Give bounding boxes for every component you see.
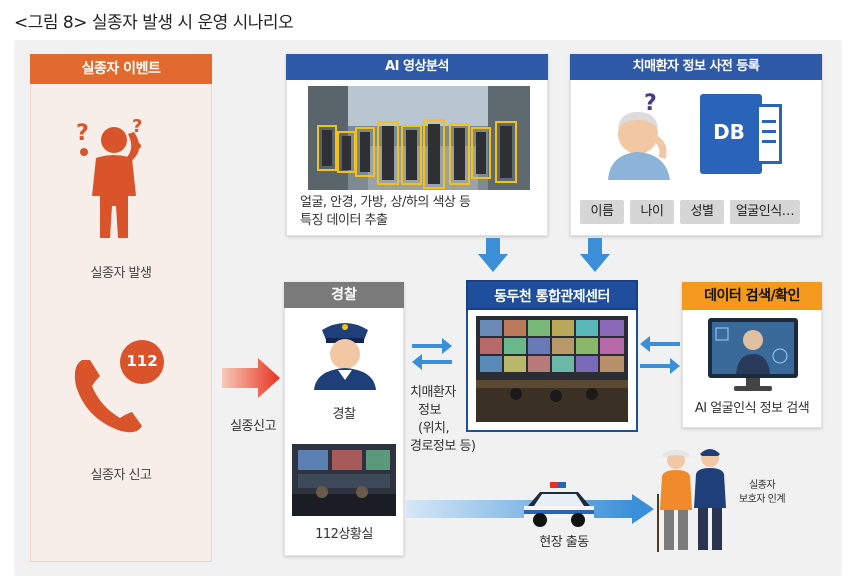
field-chip-name: 이름: [580, 200, 624, 224]
crowd-cctv-image: [308, 86, 530, 190]
police-title: 경찰: [284, 282, 404, 308]
doc-line-icon: [762, 120, 776, 123]
left-arrow-icon: [640, 336, 680, 352]
dispatch-arrow: [406, 500, 636, 518]
police-car-icon: [524, 482, 594, 527]
patient-info-line1: 치매환자: [410, 385, 456, 400]
field-chip-gender: 성별: [680, 200, 724, 224]
right-arrow-icon: [640, 358, 680, 374]
dispatch-label: 현장 출동: [539, 535, 589, 550]
handover-people-icon: [657, 449, 726, 552]
ai-caption-line1: 얼굴, 안경, 가방, 상/하의 색상 등: [300, 195, 471, 210]
doc-line-icon: [762, 140, 776, 143]
database-doc-icon: [756, 104, 782, 164]
svg-text:?: ?: [132, 116, 142, 137]
face-recognition-monitor-icon: [708, 318, 798, 391]
confused-person-icon: ? ?: [76, 116, 142, 238]
patient-info-line3: (위치,: [418, 421, 450, 436]
report-badge: 112: [126, 352, 158, 370]
field-chip-face: 얼굴인식…: [730, 200, 800, 224]
outcome-label-line1: 실종자: [748, 480, 776, 491]
data-search-title: 데이터 검색/확인: [682, 282, 822, 310]
situation-room-label: 112상황실: [315, 527, 373, 542]
patient-info-line2: 정보: [418, 403, 441, 418]
outcome-label-line2: 보호자 인계: [738, 494, 786, 505]
bidirectional-arrow-icon: [412, 338, 452, 354]
report-flow-label: 실종신고: [230, 419, 276, 434]
figure-title: <그림 8> 실종자 발생 시 운영 시나리오: [14, 13, 294, 33]
report-label: 실종자 신고: [90, 468, 152, 483]
field-chip-age: 나이: [630, 200, 674, 224]
police-officer-icon: [314, 323, 376, 390]
ai-caption-line2: 특징 데이터 추출: [300, 213, 388, 228]
database-icon: [700, 94, 762, 174]
elderly-person-icon: ?: [608, 91, 670, 180]
doc-line-icon: [762, 130, 776, 133]
bidirectional-arrow-icon: [412, 354, 452, 370]
phone-112-icon: [74, 340, 164, 433]
occurrence-label: 실종자 발생: [90, 266, 152, 281]
control-center-title: 동두천 통합관제센터: [466, 280, 638, 310]
down-arrow-icon: [580, 238, 610, 272]
patient-info-line4: 경로정보 등): [410, 439, 476, 454]
situation-room-image: [292, 444, 396, 516]
event-panel-title: 실종자 이벤트: [30, 54, 212, 84]
ai-analysis-title: AI 영상분석: [286, 54, 548, 80]
svg-text:?: ?: [644, 91, 657, 116]
dementia-registry-title: 치매환자 정보 사전 등록: [570, 54, 822, 80]
db-label: DB: [713, 120, 745, 144]
report-arrow: [222, 358, 280, 398]
data-search-caption: AI 얼굴인식 정보 검색: [694, 401, 810, 416]
control-room-image: [476, 316, 628, 422]
dispatch-arrow-head: [632, 494, 654, 524]
down-arrow-icon: [478, 238, 508, 272]
svg-text:?: ?: [76, 121, 89, 146]
police-officer-label: 경찰: [332, 407, 356, 422]
